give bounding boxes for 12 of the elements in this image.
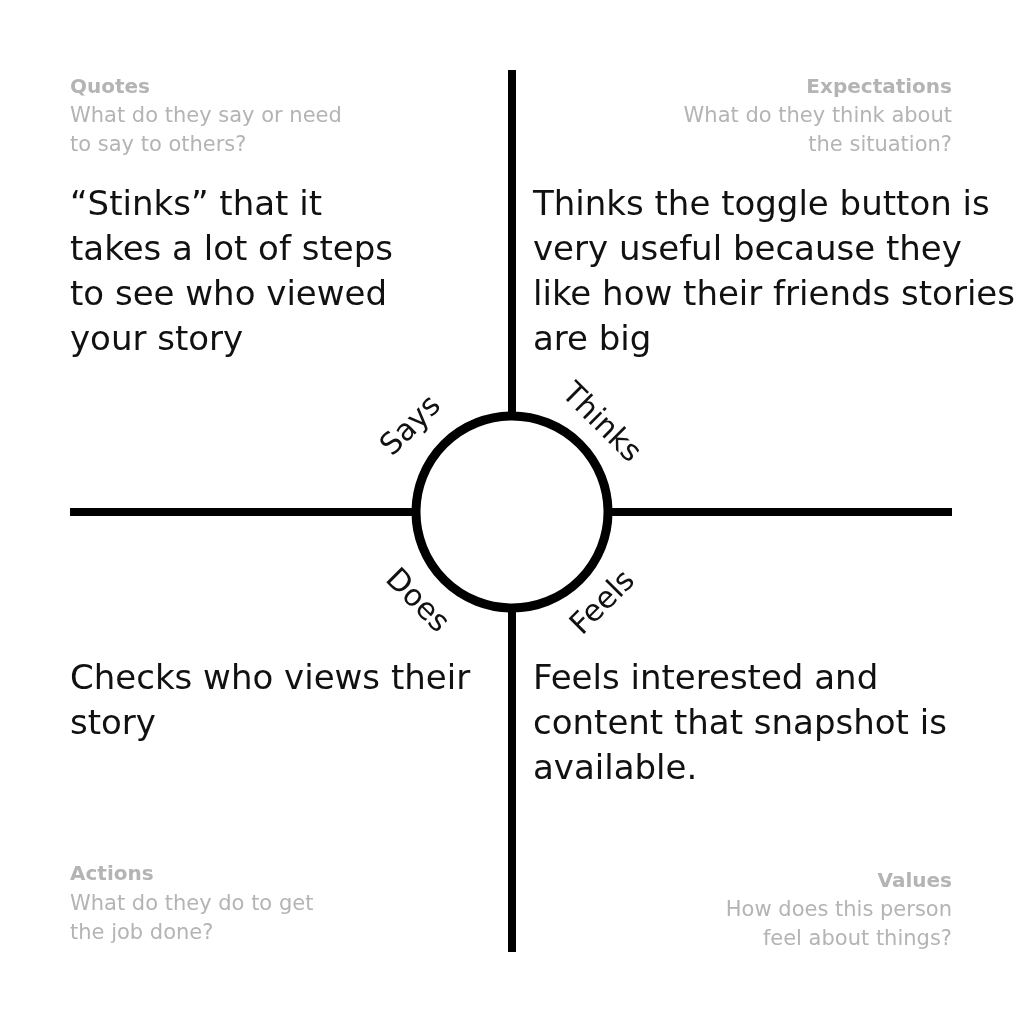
quadrant-heading: Actions <box>70 860 154 886</box>
quadrant-note: Thinks the toggle button is very useful because they like how their friends stories are big <box>533 182 1016 360</box>
quadrant-prompt: What do they say or need to say to others? <box>70 102 343 158</box>
quadrant-note: Checks who views their story <box>70 656 472 744</box>
quadrant-note: Feels interested and content that snapshot is available. <box>533 656 948 789</box>
quadrant-heading: Values <box>877 867 952 893</box>
quadrant-prompt: What do they do to get the job done? <box>70 890 315 946</box>
quadrant-heading: Quotes <box>70 73 150 99</box>
quadrant-prompt: How does this person feel about things? <box>724 896 952 952</box>
quadrant-prompt: What do they think about the situation? <box>682 102 952 158</box>
quadrant-note: “Stinks” that it takes a lot of steps to see who viewed your story <box>70 182 394 360</box>
quadrant-heading: Expectations <box>806 73 952 99</box>
